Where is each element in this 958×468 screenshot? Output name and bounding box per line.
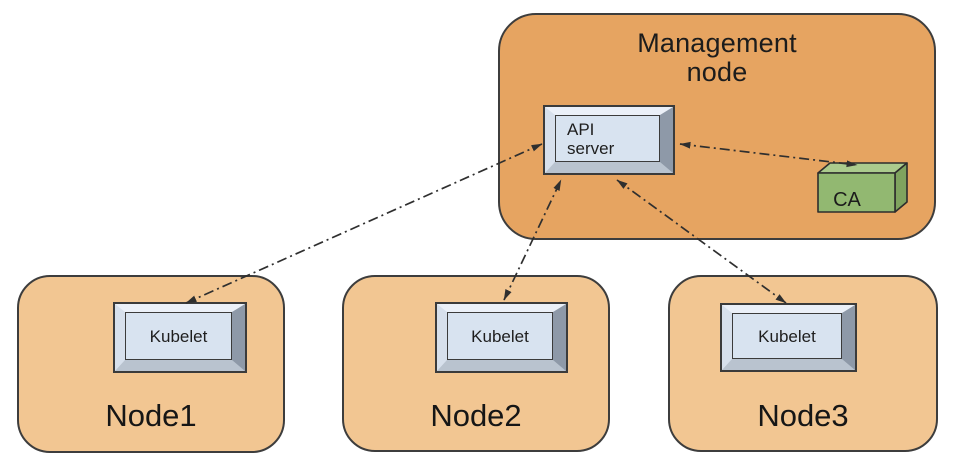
node3-label: Node3 (757, 398, 849, 433)
api-server-box: API server (543, 105, 675, 175)
api-server-bevel: API server (545, 107, 673, 173)
api-server-face: API server (555, 115, 660, 162)
node1-label: Node1 (105, 398, 197, 433)
kubelet-box-node3: Kubelet (720, 303, 857, 372)
kubelet-label-node2: Kubelet (471, 326, 529, 346)
kubelet-label-node3: Kubelet (758, 326, 816, 346)
management-node-label: Management node (637, 28, 797, 87)
node2-label: Node2 (430, 398, 522, 433)
kubelet-box-node2: Kubelet (435, 302, 568, 373)
kubelet-box-node1: Kubelet (113, 302, 247, 373)
api-server-label: API server (567, 119, 615, 158)
kubelet-label-node1: Kubelet (149, 326, 208, 346)
